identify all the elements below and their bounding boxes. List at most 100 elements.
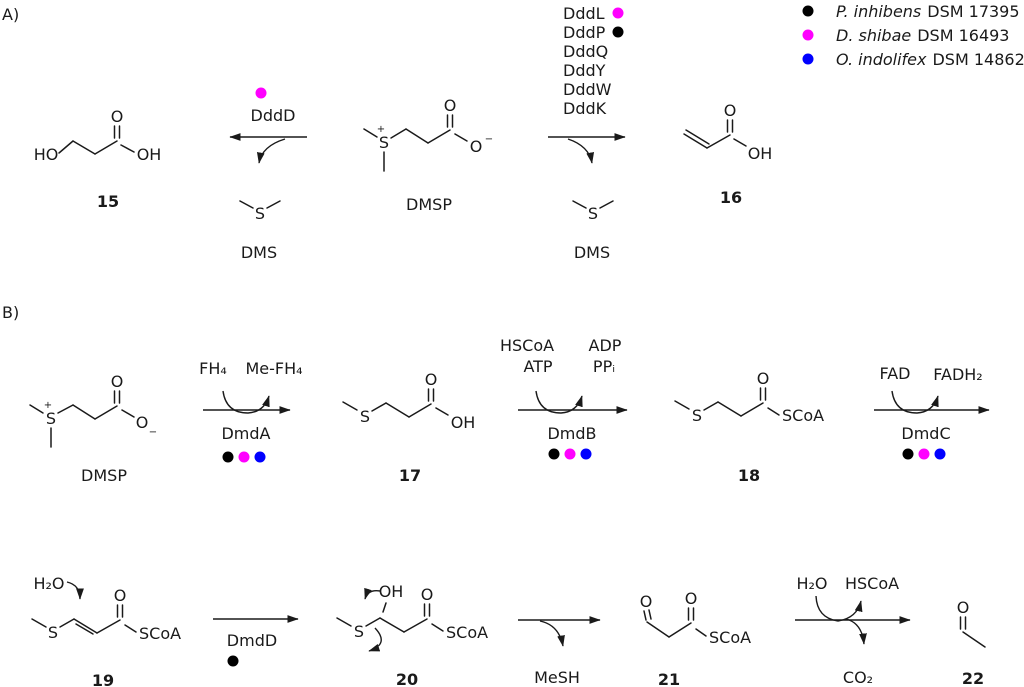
legend-strain: DSM 17395 <box>927 2 1019 21</box>
panel-a-label: A) <box>2 5 19 24</box>
byproduct-curve-co2 <box>845 618 867 645</box>
molecule-21: O O SCoA 21 <box>640 589 751 687</box>
panel-b: B) + S O O − DMSP FH₄ Me-FH₄ <box>2 303 990 687</box>
enzyme-dmdd-label: DmdD <box>227 631 277 650</box>
molecule-18: S O SCoA 18 <box>674 369 824 485</box>
bonds <box>959 616 986 648</box>
compound-17-number: 17 <box>399 466 421 485</box>
molecule-19: H₂O S O SCoA 19 <box>31 574 181 687</box>
atom-o: O <box>470 137 483 156</box>
bonds <box>683 119 747 149</box>
legend-dot-shibae <box>802 29 814 41</box>
cofactor-curve <box>535 390 583 414</box>
cofactor-out-curve <box>837 600 863 622</box>
cofactor-adp: ADP <box>589 336 622 355</box>
byproduct-curve-dms <box>256 138 286 164</box>
bonds <box>239 200 281 209</box>
enzyme-dmdb-label: DmdB <box>547 424 596 443</box>
electron-arrow-s <box>368 627 382 652</box>
cofactor-ppi: PPᵢ <box>593 357 615 376</box>
cofactor-h2o: H₂O <box>796 574 827 593</box>
atom-o: O <box>136 413 149 432</box>
enzyme-dmdc-label: DmdC <box>901 424 950 443</box>
organism-dot-inhibens <box>902 448 914 460</box>
reagent-h2o: H₂O <box>33 574 64 593</box>
atom-oh: OH <box>451 413 476 432</box>
bonds <box>572 200 614 209</box>
molecule-dmsp-a: + S O O − DMSP <box>363 96 493 214</box>
reaction-dddd: DddD <box>229 87 307 164</box>
atom-scoa: SCoA <box>446 623 488 642</box>
bonds <box>58 125 135 155</box>
cofactor-hscoa: HSCoA <box>500 336 554 355</box>
bonds <box>363 114 468 172</box>
organism-dot-indolifex <box>580 448 592 460</box>
cofactor-fad: FAD <box>880 364 911 383</box>
atom-o: O <box>444 96 457 115</box>
molecule-17: S O OH 17 <box>342 370 476 485</box>
organism-dot-shibae <box>918 448 930 460</box>
legend-species: O. indolifex <box>836 50 927 69</box>
compound-dms-label: DMS <box>241 243 277 262</box>
atom-s: S <box>48 623 58 642</box>
electron-arrow-oh <box>364 587 381 600</box>
cofactor-hscoa: HSCoA <box>845 574 899 593</box>
charge-plus: + <box>44 400 52 411</box>
compound-dmsp-label: DMSP <box>406 195 452 214</box>
atom-o: O <box>957 598 970 617</box>
panel-a: A) HO O OH 15 DddD <box>2 2 1024 262</box>
atom-scoa: SCoA <box>709 628 751 647</box>
atom-o: O <box>425 370 438 389</box>
charge-plus: + <box>377 124 385 135</box>
compound-dms-label: DMS <box>574 243 610 262</box>
enzyme-dmda-label: DmdA <box>221 424 270 443</box>
attack-arrow <box>66 581 84 600</box>
compound-16-number: 16 <box>720 188 742 207</box>
molecule-22: O 22 <box>957 598 986 687</box>
byproduct-co2: CO₂ <box>843 668 873 687</box>
reaction-lyases: DddL DddP DddQ DddY DddW DddK <box>548 4 626 164</box>
byproduct-curve-mesh <box>539 620 565 647</box>
compound-22-number: 22 <box>962 669 984 687</box>
atom-o: O <box>724 101 737 120</box>
cofactor-in-curve <box>815 595 839 622</box>
atom-oh: OH <box>379 582 404 601</box>
molecule-dmsp-b: + S O O − DMSP <box>29 372 157 485</box>
organism-dot-inhibens <box>548 448 560 460</box>
atom-o: O <box>757 369 770 388</box>
compound-19-number: 19 <box>92 671 114 687</box>
bonds <box>336 602 444 633</box>
legend-dot-indolifex <box>802 53 814 65</box>
bonds <box>643 607 707 638</box>
organism-dot-indolifex <box>934 448 946 460</box>
enzyme-dddd-label: DddD <box>251 106 296 125</box>
organism-dot-inhibens <box>612 26 624 38</box>
enzyme-dddq-label: DddQ <box>563 42 608 61</box>
atom-s: S <box>255 204 265 223</box>
reaction-dmdc: FAD FADH₂ DmdC <box>874 364 990 460</box>
reaction-dmda: FH₄ Me-FH₄ DmdA <box>199 359 303 463</box>
atom-s: S <box>354 622 364 641</box>
cofactor-fadh2: FADH₂ <box>933 365 982 384</box>
atom-oh: OH <box>748 144 773 163</box>
molecule-dms-left: S DMS <box>239 200 281 262</box>
bonds <box>342 388 449 418</box>
compound-21-number: 21 <box>658 670 680 687</box>
legend-strain: DSM 14862 <box>932 50 1024 69</box>
legend-strain: DSM 16493 <box>917 26 1009 45</box>
charge-minus: − <box>149 427 157 438</box>
atom-o: O <box>114 586 127 605</box>
legend-item-indolifex: O. indolifex DSM 14862 <box>836 50 1024 69</box>
byproduct-curve-dms <box>567 138 595 164</box>
enzyme-dddp-label: DddP <box>563 23 606 42</box>
legend-species: D. shibae <box>836 26 911 45</box>
atom-o: O <box>640 592 653 611</box>
reaction-dmdb: HSCoA ADP ATP PPᵢ DmdB <box>500 336 628 460</box>
byproduct-mesh: MeSH <box>534 668 580 687</box>
compound-18-number: 18 <box>738 466 760 485</box>
molecule-20: OH S O SCoA 20 <box>336 582 488 687</box>
cofactor-me-fh4: Me-FH₄ <box>245 359 302 378</box>
atom-s: S <box>46 409 56 428</box>
